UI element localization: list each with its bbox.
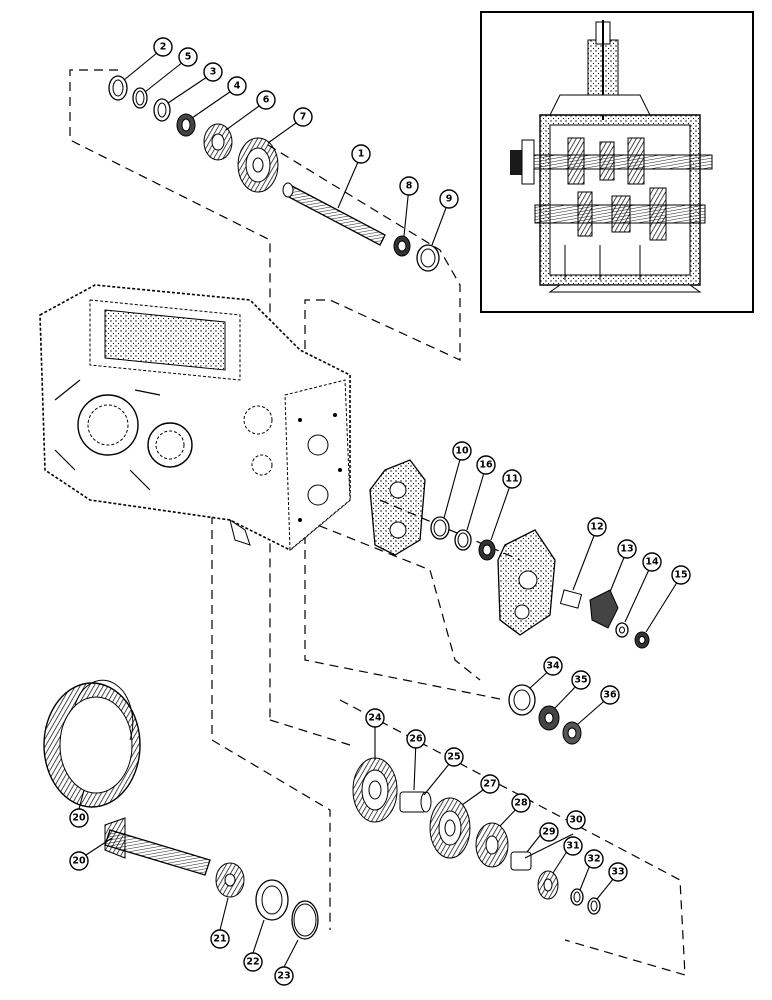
callout-27: 27 <box>480 774 500 794</box>
callout-22: 22 <box>243 952 263 972</box>
bushing-29 <box>510 851 532 871</box>
svg-text:28: 28 <box>514 798 528 809</box>
svg-text:35: 35 <box>574 675 587 686</box>
callout-7: 7 <box>293 107 313 127</box>
svg-text:36: 36 <box>603 690 617 701</box>
svg-text:33: 33 <box>611 867 624 878</box>
callout-33: 33 <box>608 862 628 882</box>
svg-text:14: 14 <box>645 557 659 568</box>
svg-text:11: 11 <box>505 474 518 485</box>
svg-text:31: 31 <box>566 841 579 852</box>
bushing-12 <box>559 589 583 609</box>
callout-26: 26 <box>406 729 426 749</box>
callout-9: 9 <box>439 189 459 209</box>
callout-10: 10 <box>452 441 472 461</box>
svg-text:22: 22 <box>246 957 259 968</box>
callout-21: 21 <box>210 929 230 949</box>
svg-text:26: 26 <box>409 734 423 745</box>
countershaft-bearings-group <box>508 684 582 745</box>
callouts: 1 2 3 4 5 6 7 8 9 10 11 12 13 14 15 16 2… <box>69 37 691 986</box>
shift-fork-13 <box>589 589 619 629</box>
callout-12: 12 <box>587 517 607 537</box>
lower-gear-train <box>352 757 601 915</box>
ring-and-pinion-group <box>43 679 319 940</box>
callout-8: 8 <box>399 176 419 196</box>
svg-text:5: 5 <box>185 52 192 63</box>
svg-text:20: 20 <box>72 813 86 824</box>
svg-text:9: 9 <box>446 194 453 205</box>
svg-text:1: 1 <box>358 149 365 160</box>
callout-1: 1 <box>351 144 371 164</box>
callout-4: 4 <box>227 76 247 96</box>
callout-34: 34 <box>543 656 563 676</box>
callout-15: 15 <box>671 565 691 585</box>
mainshaft-1 <box>284 184 386 246</box>
gasket <box>369 459 426 556</box>
callout-6: 6 <box>256 90 276 110</box>
svg-text:7: 7 <box>300 112 307 123</box>
callout-30: 30 <box>566 810 586 830</box>
svg-text:24: 24 <box>368 713 382 724</box>
svg-text:30: 30 <box>569 815 583 826</box>
callout-25: 25 <box>444 747 464 767</box>
callout-5: 5 <box>178 47 198 67</box>
svg-text:10: 10 <box>455 446 469 457</box>
callout-28: 28 <box>511 793 531 813</box>
transmission-housing <box>39 284 351 552</box>
svg-text:34: 34 <box>546 661 560 672</box>
callout-20-ring-gear: 20 <box>69 808 89 828</box>
callout-3: 3 <box>203 62 223 82</box>
top-shaft-group <box>108 75 440 272</box>
cutaway-inset <box>480 11 754 313</box>
svg-text:21: 21 <box>213 934 226 945</box>
svg-text:3: 3 <box>210 67 217 78</box>
svg-text:20: 20 <box>72 856 86 867</box>
svg-text:2: 2 <box>160 42 167 53</box>
front-cover-group <box>369 459 650 649</box>
callout-36: 36 <box>600 685 620 705</box>
callout-32: 32 <box>584 849 604 869</box>
callout-24: 24 <box>365 708 385 728</box>
svg-text:15: 15 <box>674 570 687 581</box>
svg-text:32: 32 <box>587 854 600 865</box>
callout-13: 13 <box>617 539 637 559</box>
callout-29: 29 <box>539 822 559 842</box>
svg-text:29: 29 <box>542 827 555 838</box>
svg-text:23: 23 <box>277 971 290 982</box>
callout-16: 16 <box>476 455 496 475</box>
svg-text:8: 8 <box>406 181 413 192</box>
callout-2: 2 <box>153 37 173 57</box>
callout-11: 11 <box>502 469 522 489</box>
callout-35: 35 <box>571 670 591 690</box>
svg-text:27: 27 <box>483 779 496 790</box>
callout-31: 31 <box>563 836 583 856</box>
svg-text:12: 12 <box>590 522 603 533</box>
callout-23: 23 <box>274 966 294 986</box>
svg-text:13: 13 <box>620 544 633 555</box>
svg-text:4: 4 <box>234 81 241 92</box>
callout-14: 14 <box>642 552 662 572</box>
svg-text:25: 25 <box>447 752 460 763</box>
callout-20-pinion: 20 <box>69 851 89 871</box>
svg-text:6: 6 <box>263 95 270 106</box>
svg-text:16: 16 <box>479 460 493 471</box>
